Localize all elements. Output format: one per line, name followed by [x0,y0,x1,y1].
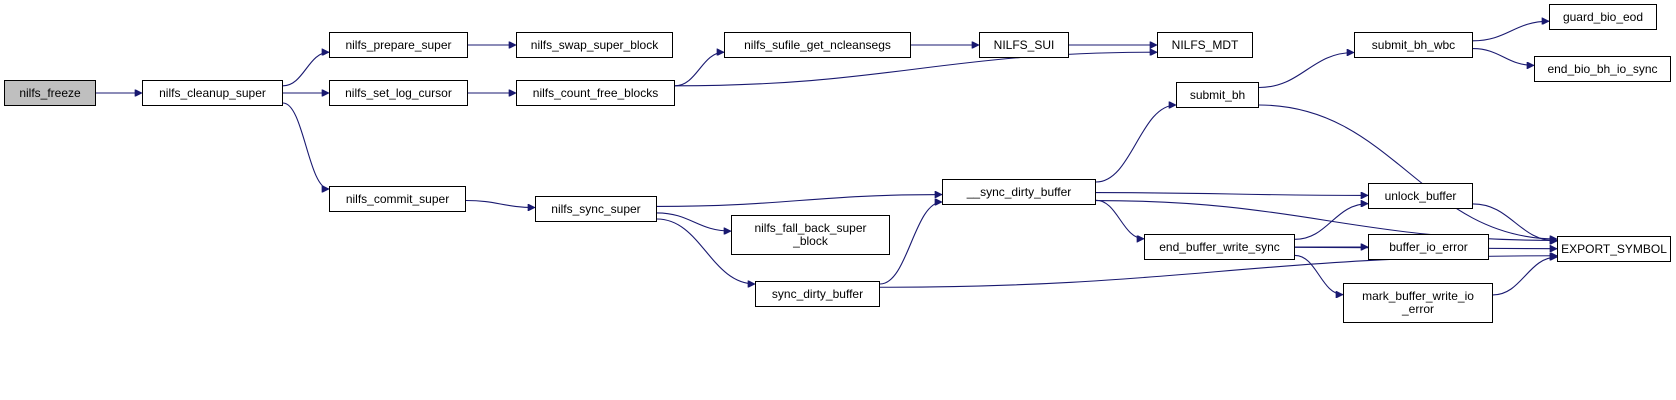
node-label: nilfs_count_free_blocks [532,85,659,100]
node-label: end_buffer_write_sync [1159,239,1280,254]
edge---sync-dirty-buffer-to-submit-bh [1095,105,1176,183]
node-label: guard_bio_eod [1562,9,1644,24]
edge-end-buffer-write-sync-to-unlock-buffer [1294,204,1368,240]
edge-nilfs-commit-super-to-nilfs-sync-super [465,199,535,208]
node-nilfs-sync-super[interactable]: nilfs_sync_super [535,196,657,222]
node-label: nilfs_sufile_get_ncleansegs [744,37,891,52]
edge-nilfs-count-free-blocks-to-nilfs-mdt [674,52,1157,87]
edge-submit-bh-wbc-to-end-bio-bh-io-sync [1472,48,1534,66]
node-nilfs-mdt[interactable]: NILFS_MDT [1157,32,1253,58]
node-nilfs-sui[interactable]: NILFS_SUI [979,32,1069,58]
edge-end-buffer-write-sync-to-mark-buffer-write-io-error [1294,254,1343,294]
node-nilfs-prepare-super[interactable]: nilfs_prepare_super [329,32,468,58]
node-nilfs-sufile-get-ncleansegs[interactable]: nilfs_sufile_get_ncleansegs [724,32,911,58]
node-unlock-buffer[interactable]: unlock_buffer [1368,183,1473,209]
node-label: nilfs_commit_super [345,191,450,206]
node-label: __sync_dirty_buffer [966,184,1072,199]
node-label: nilfs_sync_super [551,201,641,216]
node-label: NILFS_MDT [1171,37,1239,52]
node-label: sync_dirty_buffer [771,286,864,301]
node-nilfs-freeze: nilfs_freeze [4,80,96,106]
node-submit-bh-wbc[interactable]: submit_bh_wbc [1354,32,1473,58]
node-label: nilfs_freeze [19,85,81,100]
node-label: buffer_io_error [1389,239,1468,254]
node-export-symbol[interactable]: EXPORT_SYMBOL [1557,236,1671,262]
edge---sync-dirty-buffer-to-end-buffer-write-sync [1095,199,1144,239]
node-sync-dirty-buffer[interactable]: sync_dirty_buffer [755,281,880,307]
node-guard-bio-eod[interactable]: guard_bio_eod [1549,4,1657,30]
node-buffer-io-error[interactable]: buffer_io_error [1368,234,1489,260]
node-nilfs-cleanup-super[interactable]: nilfs_cleanup_super [142,80,283,106]
edge---sync-dirty-buffer-to-unlock-buffer [1095,193,1368,196]
edge-nilfs-cleanup-super-to-nilfs-prepare-super [282,52,329,87]
node-end-bio-bh-io-sync[interactable]: end_bio_bh_io_sync [1534,56,1671,82]
node-label: submit_bh [1189,87,1246,102]
node-submit-bh[interactable]: submit_bh [1176,82,1259,108]
edge-submit-bh-to-submit-bh-wbc [1258,53,1354,89]
node-label: nilfs_fall_back_super _block [754,221,867,248]
edge-unlock-buffer-to-export-symbol [1472,203,1557,241]
node-sync-dirty-buffer-internal[interactable]: __sync_dirty_buffer [942,179,1096,205]
edge-mark-buffer-write-io-error-to-export-symbol [1492,257,1557,296]
node-mark-buffer-write-io-error[interactable]: mark_buffer_write_io _error [1343,283,1493,323]
node-label: mark_buffer_write_io _error [1362,289,1474,316]
node-label: nilfs_set_log_cursor [345,85,452,100]
node-label: end_bio_bh_io_sync [1547,61,1658,76]
node-label: EXPORT_SYMBOL [1561,241,1667,256]
node-label: nilfs_cleanup_super [159,85,266,100]
edge-nilfs-count-free-blocks-to-nilfs-sufile-get-ncleansegs [674,52,724,87]
node-nilfs-set-log-cursor[interactable]: nilfs_set_log_cursor [329,80,468,106]
node-label: unlock_buffer [1384,188,1457,203]
edge-nilfs-cleanup-super-to-nilfs-commit-super [282,102,329,189]
node-nilfs-commit-super[interactable]: nilfs_commit_super [329,186,466,212]
node-label: NILFS_SUI [993,37,1055,52]
node-label: nilfs_prepare_super [345,37,452,52]
node-label: submit_bh_wbc [1371,37,1456,52]
edge-submit-bh-wbc-to-guard-bio-eod [1472,21,1549,42]
edge-submit-bh-to-export-symbol [1258,104,1557,239]
node-nilfs-fall-back-super-block[interactable]: nilfs_fall_back_super _block [731,215,890,255]
node-label: nilfs_swap_super_block [530,37,659,52]
edge-nilfs-sync-super-to---sync-dirty-buffer [656,195,942,207]
node-nilfs-swap-super-block[interactable]: nilfs_swap_super_block [516,32,673,58]
node-end-buffer-write-sync[interactable]: end_buffer_write_sync [1144,234,1295,260]
edge-nilfs-sync-super-to-sync-dirty-buffer [656,218,755,284]
edge-sync-dirty-buffer-to---sync-dirty-buffer [879,202,942,285]
node-nilfs-count-free-blocks[interactable]: nilfs_count_free_blocks [516,80,675,106]
edge-nilfs-sync-super-to-nilfs-fall-back-super-block [656,212,731,231]
